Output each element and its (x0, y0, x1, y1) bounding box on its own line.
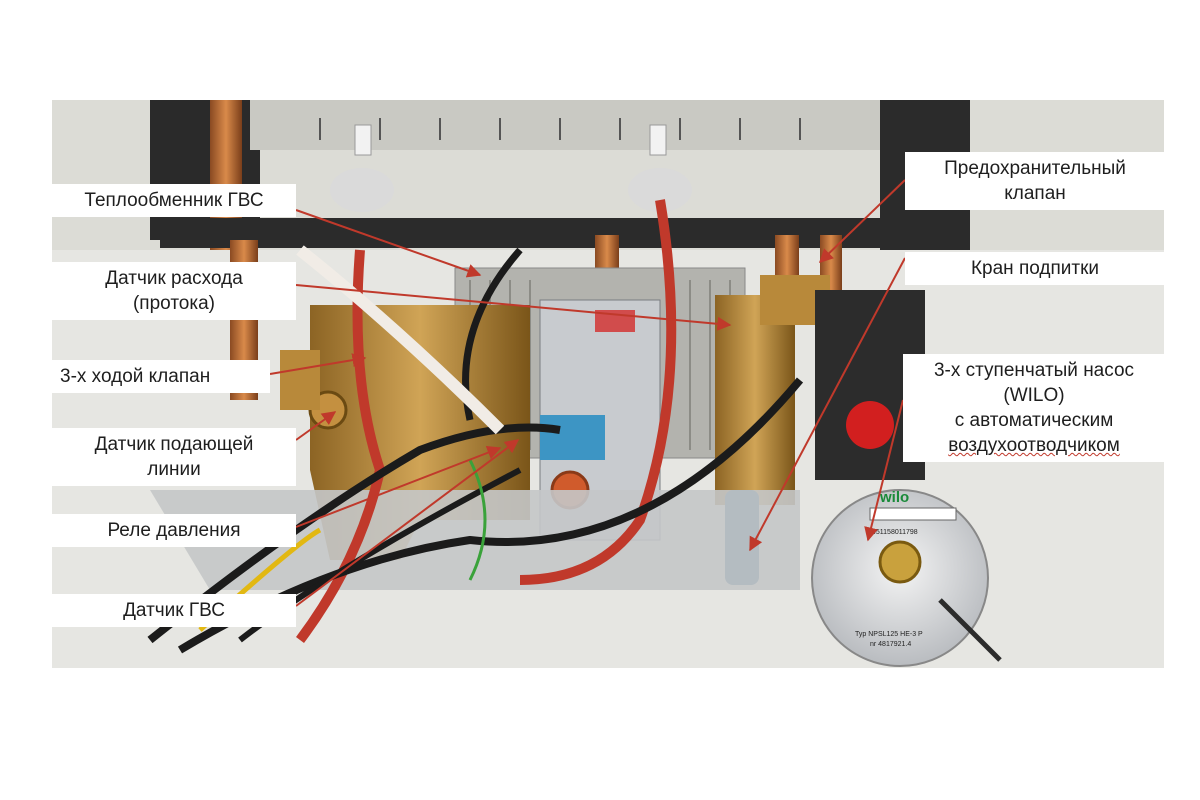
arrow-heat-exchanger (295, 209, 482, 278)
label-dhw-sensor: Датчик ГВС (52, 594, 296, 627)
label-three-way-valve: 3-х ходой клапан (52, 360, 270, 393)
label-supply-sensor-line1: Датчик подающей (94, 434, 254, 455)
label-pump-line2: (WILO) (1003, 385, 1065, 406)
arrow-safety-valve (818, 179, 906, 263)
label-fill-tap: Кран подпитки (905, 252, 1165, 285)
pump-number: nr 4817921.4 (870, 641, 911, 648)
dark-bracket (160, 218, 960, 248)
arrow-dhw-sensor (295, 439, 520, 607)
pump-type: Typ NPSL125 HE-3 P (855, 631, 923, 638)
arrow-flow-sensor (295, 284, 732, 331)
arrow-three-way-valve (269, 353, 367, 375)
label-flow-sensor-line2: (протока) (132, 293, 215, 314)
label-safety-valve-line2: клапан (1004, 183, 1066, 204)
pump-brand: wilo (879, 489, 909, 506)
label-pump-line1: 3-х ступенчатый насос (933, 360, 1135, 381)
label-dhw-heat-exchanger: Теплообменник ГВС (52, 184, 296, 217)
top-plate (250, 100, 890, 150)
label-three-way-valve-text: 3-х ходой клапан (60, 366, 211, 387)
pump-air-vent-cap (846, 401, 894, 449)
label-flow-sensor-line1: Датчик расхода (105, 268, 243, 289)
label-pump: 3-х ступенчатый насос (WILO) с автоматич… (903, 354, 1165, 462)
arrow-pressure-relay (295, 446, 502, 528)
label-pump-line4: воздухоотводчиком (948, 435, 1120, 456)
label-safety-valve-line1: Предохранительный (944, 158, 1126, 179)
label-safety-valve: Предохранительный клапан (905, 152, 1165, 210)
label-supply-sensor: Датчик подающей линии (52, 428, 296, 486)
label-pressure-relay: Реле давления (52, 514, 296, 547)
label-dhw-sensor-text: Датчик ГВС (123, 600, 225, 621)
label-supply-sensor-line2: линии (147, 459, 201, 480)
annotation-arrows (269, 179, 906, 607)
arrow-supply-sensor (295, 411, 337, 441)
label-fill-tap-text: Кран подпитки (970, 258, 1100, 279)
label-dhw-heat-exchanger-text: Теплообменник ГВС (84, 190, 264, 211)
label-pressure-relay-text: Реле давления (107, 520, 241, 541)
arrow-fill-tap (749, 257, 906, 552)
label-flow-sensor: Датчик расхода (протока) (52, 262, 296, 320)
arrow-pump (864, 399, 904, 542)
plate-fins (319, 118, 801, 140)
label-pump-line3: с автоматическим (954, 410, 1114, 431)
pump-serial: 951158011798 (872, 529, 918, 536)
